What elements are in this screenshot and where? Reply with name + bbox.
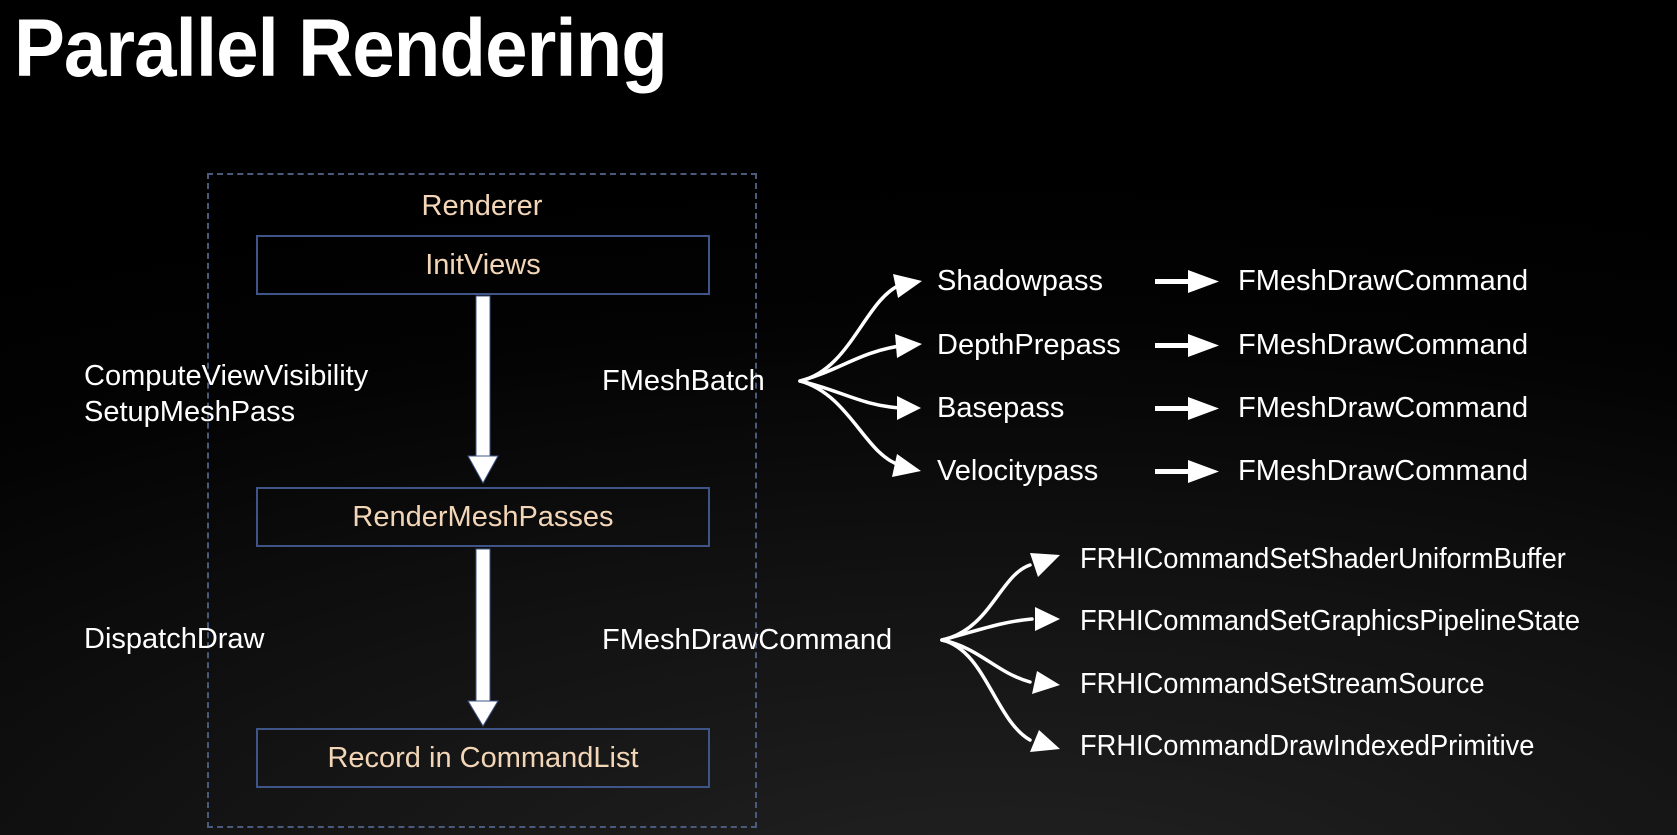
fan-curve-basepass [798, 379, 902, 410]
renderer-label: Renderer [421, 190, 543, 222]
pass-label-basepass: Basepass [937, 392, 1065, 424]
rhi-command-set-graphics-pipeline-state: FRHICommandSetGraphicsPipelineState [1080, 605, 1580, 637]
fan-arrowhead-depthprepass [895, 334, 922, 358]
stage-label: Record in CommandList [327, 741, 639, 774]
side-label-compute-view-visibility: ComputeViewVisibility [84, 360, 369, 392]
stage-record-in-commandlist: Record in CommandList [256, 728, 710, 788]
rhi-command-draw-indexed-primitive: FRHICommandDrawIndexedPrimitive [1080, 730, 1535, 762]
stage-label: InitViews [425, 248, 541, 281]
arrow-depthprepass-to-command [1155, 334, 1219, 357]
stage-initviews: InitViews [256, 235, 710, 295]
rhi-arrowhead-set-stream-source [1032, 671, 1060, 694]
rhi-curve-draw-indexed-primitive [940, 638, 1032, 742]
rhi-arrowhead-set-graphics-pipeline-state [1035, 607, 1060, 631]
pass-label-velocitypass: Velocitypass [937, 455, 1099, 487]
rhi-curve-set-graphics-pipeline-state [940, 617, 1034, 642]
rhi-command-set-shader-uniform-buffer: FRHICommandSetShaderUniformBuffer [1080, 543, 1566, 575]
side-label-setup-mesh-pass: SetupMeshPass [84, 396, 296, 428]
arrow-shadowpass-to-command [1155, 270, 1219, 293]
fan-curve-shadowpass [798, 283, 902, 383]
renderer-container [207, 173, 757, 828]
side-label-dispatch-draw: DispatchDraw [84, 623, 265, 655]
stage-label: RenderMeshPasses [352, 500, 614, 533]
rhi-curve-set-shader-uniform-buffer [940, 563, 1032, 642]
fan-arrowhead-velocitypass [892, 454, 921, 477]
mesh-draw-command-label: FMeshDrawCommand [602, 624, 893, 656]
pass-label-depthprepass: DepthPrepass [937, 329, 1121, 361]
arrow-basepass-to-command [1155, 397, 1219, 420]
pass-label-shadowpass: Shadowpass [937, 265, 1104, 297]
fan-arrowhead-basepass [897, 396, 921, 420]
stage-rendermeshpasses: RenderMeshPasses [256, 487, 710, 547]
pass-output-depthprepass: FMeshDrawCommand [1238, 329, 1529, 361]
fan-arrowhead-shadowpass [893, 274, 922, 298]
rhi-curve-set-stream-source [940, 638, 1032, 684]
fan-curve-depthprepass [798, 344, 902, 383]
arrow-velocitypass-to-command [1155, 460, 1219, 483]
rhi-command-set-stream-source: FRHICommandSetStreamSource [1080, 668, 1485, 700]
pass-output-velocitypass: FMeshDrawCommand [1238, 455, 1529, 487]
mesh-batch-label: FMeshBatch [602, 365, 765, 397]
slide-title: Parallel Rendering [14, 3, 668, 94]
fan-curve-velocitypass [798, 379, 902, 467]
rhi-arrowhead-draw-indexed-primitive [1030, 730, 1060, 752]
pass-output-basepass: FMeshDrawCommand [1238, 392, 1529, 424]
rhi-arrowhead-set-shader-uniform-buffer [1030, 553, 1060, 577]
pass-output-shadowpass: FMeshDrawCommand [1238, 265, 1529, 297]
pass-output-arrows [1155, 270, 1219, 483]
